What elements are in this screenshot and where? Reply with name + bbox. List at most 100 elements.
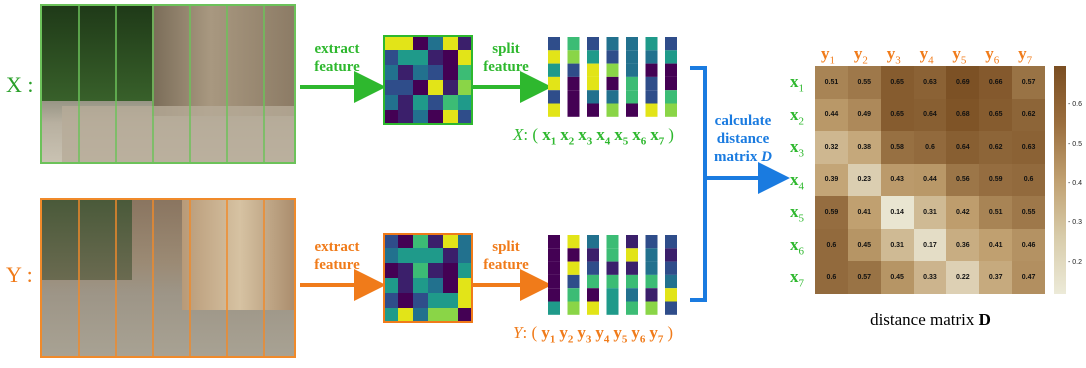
feature-cell — [383, 35, 398, 50]
column-cell — [587, 301, 599, 315]
matrix-cell: 0.45 — [847, 228, 881, 262]
feature-cell — [443, 50, 458, 65]
feature-cell — [428, 248, 443, 263]
column-cell — [665, 248, 677, 262]
sequence-item: x2 — [560, 125, 575, 148]
column-cell — [626, 235, 638, 249]
feature-cell — [428, 293, 443, 308]
feature-cell — [398, 50, 413, 65]
feature-cell — [428, 110, 443, 125]
column-cell — [606, 235, 619, 249]
column-cell — [665, 37, 677, 51]
y-input-label: Y : — [6, 262, 33, 287]
feature-cell — [458, 95, 473, 110]
matrix-cell: 0.66 — [979, 66, 1013, 99]
feature-cell — [383, 80, 398, 95]
column-cell — [665, 50, 677, 64]
column-cell — [567, 261, 580, 275]
column-cell — [626, 274, 638, 289]
feature-cell — [458, 263, 473, 278]
sequence-item: y2 — [559, 323, 574, 346]
column-cell — [567, 37, 580, 51]
feature-cell — [398, 308, 413, 323]
column-cell — [567, 274, 580, 289]
feature-map-x — [383, 35, 473, 125]
feature-cell — [458, 50, 473, 65]
feature-cell — [413, 50, 428, 65]
column-cell — [567, 50, 580, 64]
matrix-cell: 0.17 — [913, 228, 947, 262]
feature-cell — [413, 95, 428, 110]
feature-cell — [383, 65, 398, 80]
matrix-cell: 0.65 — [880, 66, 914, 99]
matrix-cell: 0.42 — [946, 196, 980, 229]
feature-cell — [443, 308, 458, 323]
column-cell — [548, 248, 560, 262]
sequence-item: y6 — [631, 323, 646, 346]
matrix-cell: 0.64 — [946, 131, 980, 164]
feature-cell — [443, 65, 458, 80]
matrix-cell: 0.55 — [1012, 196, 1045, 229]
column-cell — [606, 76, 619, 91]
matrix-cell: 0.62 — [979, 131, 1013, 164]
column-cell — [665, 63, 677, 77]
matrix-column-label: y2 — [853, 44, 868, 67]
feature-cell — [458, 65, 473, 80]
column-cell — [626, 248, 638, 262]
matrix-cell: 0.14 — [880, 196, 914, 229]
column-cell — [665, 288, 677, 302]
feature-cell — [383, 308, 398, 323]
column-cell — [567, 90, 580, 104]
feature-cell — [443, 233, 458, 248]
feature-cell — [458, 308, 473, 323]
feature-cell — [413, 293, 428, 308]
column-cell — [606, 288, 619, 302]
feature-cell — [443, 35, 458, 50]
matrix-cell: 0.6 — [913, 131, 947, 164]
matrix-cell: 0.57 — [1012, 66, 1045, 99]
matrix-row-label: x3 — [790, 137, 804, 160]
matrix-cell: 0.69 — [946, 66, 980, 99]
sequence-item: x4 — [596, 125, 611, 148]
matrix-row-label: x6 — [790, 234, 804, 258]
feature-cell — [413, 110, 428, 125]
column-cell — [645, 63, 658, 77]
column-cell — [626, 50, 638, 64]
matrix-cell: 0.62 — [1012, 98, 1045, 132]
column-cell — [626, 37, 638, 51]
matrix-row-label: x2 — [790, 104, 804, 127]
matrix-cell: 0.55 — [847, 66, 881, 99]
split-columns-y — [548, 235, 677, 315]
column-cell — [645, 50, 658, 64]
column-cell — [587, 37, 599, 51]
column-cell — [587, 288, 599, 302]
feature-cell — [428, 278, 443, 293]
column-cell — [645, 37, 658, 51]
column-cell — [567, 63, 580, 77]
column-cell — [606, 50, 619, 64]
matrix-cell: 0.41 — [979, 228, 1013, 262]
matrix-row-label: x5 — [790, 202, 804, 225]
column-cell — [626, 90, 638, 104]
image-y — [40, 198, 296, 358]
sequence-item: x6 — [632, 125, 647, 148]
feature-cell — [458, 233, 473, 248]
column-cell — [567, 103, 580, 117]
feature-cell — [458, 248, 473, 263]
feature-cell — [398, 248, 413, 263]
matrix-cell: 0.59 — [979, 163, 1013, 197]
matrix-cell: 0.51 — [979, 196, 1013, 229]
column-cell — [548, 37, 560, 51]
matrix-cell: 0.56 — [946, 163, 980, 197]
feature-cell — [458, 278, 473, 293]
column-cell — [645, 76, 658, 91]
sequence-item: y1 — [541, 323, 556, 346]
sequence-item: y4 — [595, 323, 610, 346]
column-cell — [548, 50, 560, 64]
column-cell — [665, 235, 677, 249]
column-cell — [587, 248, 599, 262]
matrix-cell: 0.22 — [946, 261, 980, 294]
feature-cell — [383, 278, 398, 293]
matrix-cell: 0.58 — [880, 131, 914, 164]
